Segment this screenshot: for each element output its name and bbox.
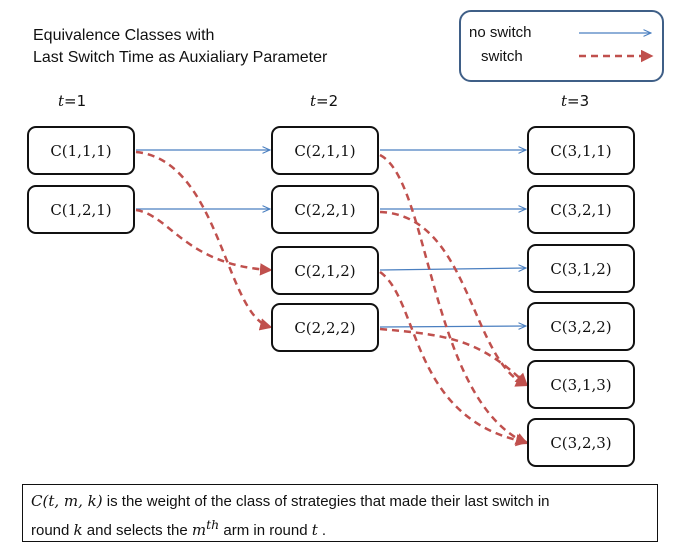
legend-symbols (579, 12, 654, 63)
caption-line-2: round k and selects the mth arm in round… (31, 517, 327, 539)
node-c212: C(2,1,2) (271, 246, 379, 295)
node-c121: C(1,2,1) (27, 185, 135, 234)
caption-line-1: C(t, m, k) is the weight of the class of… (31, 492, 550, 510)
title-line-2: Last Switch Time as Auxialiary Parameter (33, 49, 328, 66)
column-header-t3: t=3 (561, 92, 590, 110)
edge-c212-c312 (379, 268, 526, 270)
column-header-t2: t=2 (310, 92, 339, 110)
title-line-1: Equivalence Classes with (33, 27, 215, 44)
caption-box: C(t, m, k) is the weight of the class of… (22, 484, 658, 542)
edge-c211-c323 (379, 153, 529, 445)
node-c221: C(2,2,1) (271, 185, 379, 234)
legend-no-switch-label: no switch (469, 24, 532, 41)
edge-c221-c313 (379, 210, 529, 387)
node-c311: C(3,1,1) (527, 126, 635, 175)
legend: no switch switch (459, 10, 664, 82)
edge-c111-c222 (135, 150, 273, 331)
node-c321: C(3,2,1) (527, 185, 635, 234)
edge-c212-c323 (379, 270, 529, 447)
column-header-t1: t=1 (58, 92, 87, 110)
diagram-title: Equivalence Classes with Last Switch Tim… (33, 25, 327, 69)
node-c322: C(3,2,2) (527, 302, 635, 351)
node-c323: C(3,2,3) (527, 418, 635, 467)
caption-formula: C(t, m, k) (31, 492, 103, 510)
node-c313: C(3,1,3) (527, 360, 635, 409)
node-c222: C(2,2,2) (271, 303, 379, 352)
edge-c222-c313 (379, 327, 528, 386)
edge-c121-c212 (135, 208, 273, 276)
node-c211: C(2,1,1) (271, 126, 379, 175)
legend-switch-label: switch (481, 48, 523, 65)
node-c312: C(3,1,2) (527, 244, 635, 293)
node-c111: C(1,1,1) (27, 126, 135, 175)
edge-c222-c322 (379, 326, 526, 327)
